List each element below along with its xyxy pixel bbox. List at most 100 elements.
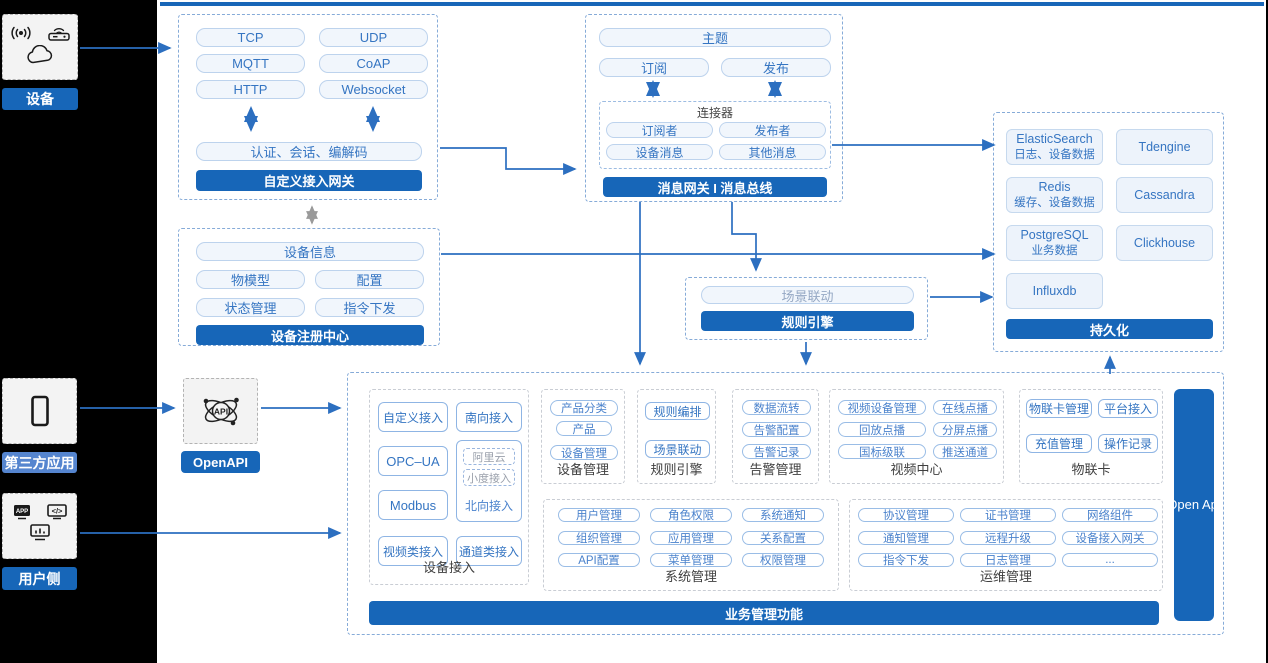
message-bus-title-bar: 消息网关 I 消息总线: [603, 177, 827, 197]
code-icon: </>: [46, 504, 67, 520]
svg-text:APP: APP: [15, 509, 27, 515]
openapi-atom-icon: API: [203, 397, 239, 426]
registry-pill: 指令下发: [315, 298, 424, 317]
section-video: 视频设备管理 在线点播 回放点播 分屏点播 国标级联 推送通道 视频中心: [829, 389, 1004, 484]
section-rule-engine: 规则编排 场景联动 规则引擎: [637, 389, 716, 484]
open-api-side-bar: Open Api: [1167, 389, 1221, 621]
ops-pill: 日志管理: [960, 553, 1056, 567]
system-pill: API配置: [558, 553, 640, 567]
iot-card-pill: 平台接入: [1098, 399, 1158, 418]
session-pill: 认证、会话、编解码: [196, 142, 422, 161]
iot-card-pill: 操作记录: [1098, 434, 1158, 453]
device-icon-box: [2, 14, 78, 80]
system-pill: 菜单管理: [650, 553, 732, 567]
ops-pill: 证书管理: [960, 508, 1056, 522]
section-label: 设备管理: [556, 462, 609, 477]
third-party-label: 第三方应用: [2, 452, 77, 473]
video-pill: 推送通道: [933, 444, 997, 459]
router-icon: [48, 28, 70, 41]
dashboard-chart-icon: [29, 524, 50, 541]
svg-text:</>: </>: [51, 507, 62, 516]
connector-pill: 订阅者: [606, 122, 713, 138]
system-pill: 组织管理: [558, 531, 640, 545]
mgmt-pill: 产品分类: [550, 400, 618, 416]
rule-engine-title-bar: 规则引擎: [701, 311, 914, 331]
system-pill: 权限管理: [742, 553, 824, 567]
db-tdengine: Tdengine: [1116, 129, 1213, 165]
section-iot-card: 物联卡管理 平台接入 充值管理 操作记录 物联卡: [1019, 389, 1163, 484]
scene-linkage-pill: 场景联动: [701, 286, 914, 304]
mgmt-pill: 设备管理: [550, 445, 618, 460]
section-device-access: 自定义接入 南向接入 OPC–UA 阿里云 小度接入 北向接入 Modbus 视…: [369, 389, 529, 585]
video-pill: 在线点播: [933, 400, 997, 415]
access-item: OPC–UA: [378, 446, 448, 476]
section-system: 用户管理 角色权限 系统通知 组织管理 应用管理 关系配置 API配置 菜单管理…: [543, 499, 839, 591]
connector-pill: 设备消息: [606, 144, 713, 160]
gateway-title-bar: 自定义接入网关: [196, 170, 422, 191]
access-item: 通道类接入: [456, 536, 522, 566]
db-elasticsearch: ElasticSearch 日志、设备数据: [1006, 129, 1103, 165]
registry-wide-pill: 设备信息: [196, 242, 424, 261]
section-ops: 协议管理 证书管理 网络组件 通知管理 远程升级 设备接入网关 指令下发 日志管…: [849, 499, 1163, 591]
system-pill: 角色权限: [650, 508, 732, 522]
rule-engine-box: 场景联动 规则引擎: [685, 277, 928, 340]
db-cassandra: Cassandra: [1116, 177, 1213, 213]
cloud-icon: [27, 45, 53, 64]
protocol-pill: HTTP: [196, 80, 305, 99]
protocol-pill: UDP: [319, 28, 428, 47]
xiaodu-item: 小度接入: [463, 469, 515, 486]
db-postgresql: PostgreSQL 业务数据: [1006, 225, 1103, 261]
system-pill: 系统通知: [742, 508, 824, 522]
db-redis: Redis 缓存、设备数据: [1006, 177, 1103, 213]
app-icon: APP: [13, 505, 30, 520]
openapi-label: OpenAPI: [181, 451, 260, 473]
alarm-pill: 数据流转: [742, 400, 811, 415]
section-label: 视频中心: [890, 462, 943, 477]
topic-pill: 主题: [599, 28, 831, 47]
section-label: 设备接入: [422, 560, 475, 575]
section-label: 告警管理: [749, 462, 802, 477]
section-label: 规则引擎: [650, 462, 703, 477]
ops-pill: 指令下发: [858, 553, 954, 567]
registry-pill: 状态管理: [196, 298, 305, 317]
video-pill: 分屏点播: [933, 422, 997, 437]
wifi-signal-icon: [11, 26, 31, 40]
alarm-pill: 告警记录: [742, 444, 811, 459]
ops-pill: 网络组件: [1062, 508, 1158, 522]
iot-card-pill: 充值管理: [1026, 434, 1092, 453]
ops-pill: 通知管理: [858, 531, 954, 545]
section-label: 运维管理: [979, 569, 1032, 584]
user-side-icon-box: APP </>: [2, 493, 77, 559]
persistence-box: ElasticSearch 日志、设备数据 Tdengine Redis 缓存、…: [993, 112, 1224, 352]
protocol-pill: MQTT: [196, 54, 305, 73]
mgmt-pill: 产品: [556, 421, 612, 436]
system-pill: 用户管理: [558, 508, 640, 522]
device-label: 设备: [2, 88, 78, 110]
message-bus-box: 主题 订阅 发布 连接器 订阅者 发布者 设备消息 其他消息 消息网关 I 消息…: [585, 14, 843, 202]
persistence-title-bar: 持久化: [1006, 319, 1213, 339]
video-pill: 回放点播: [838, 422, 926, 437]
gateway-box: TCP UDP MQTT CoAP HTTP Websocket 认证、会话、编…: [178, 14, 438, 200]
section-label: 系统管理: [664, 569, 717, 584]
connector-title: 连接器: [696, 106, 733, 120]
registry-title-bar: 设备注册中心: [196, 325, 424, 345]
ops-pill: 远程升级: [960, 531, 1056, 545]
rule-pill: 规则编排: [645, 402, 710, 420]
db-clickhouse: Clickhouse: [1116, 225, 1213, 261]
registry-pill: 物模型: [196, 270, 305, 289]
rule-pill: 场景联动: [645, 440, 710, 458]
registry-pill: 配置: [315, 270, 424, 289]
video-pill: 国标级联: [838, 444, 926, 459]
access-item: 自定义接入: [378, 402, 448, 432]
protocol-pill: CoAP: [319, 54, 428, 73]
access-item: Modbus: [378, 490, 448, 520]
section-label: 物联卡: [1071, 462, 1111, 477]
north-access-label: 北向接入: [464, 499, 513, 513]
business-box: 自定义接入 南向接入 OPC–UA 阿里云 小度接入 北向接入 Modbus 视…: [347, 372, 1224, 635]
top-accent-line: [160, 2, 1264, 6]
user-side-label: 用户侧: [2, 567, 77, 590]
publish-pill: 发布: [721, 58, 831, 77]
iot-card-pill: 物联卡管理: [1026, 399, 1092, 418]
connector-pill: 其他消息: [719, 144, 826, 160]
